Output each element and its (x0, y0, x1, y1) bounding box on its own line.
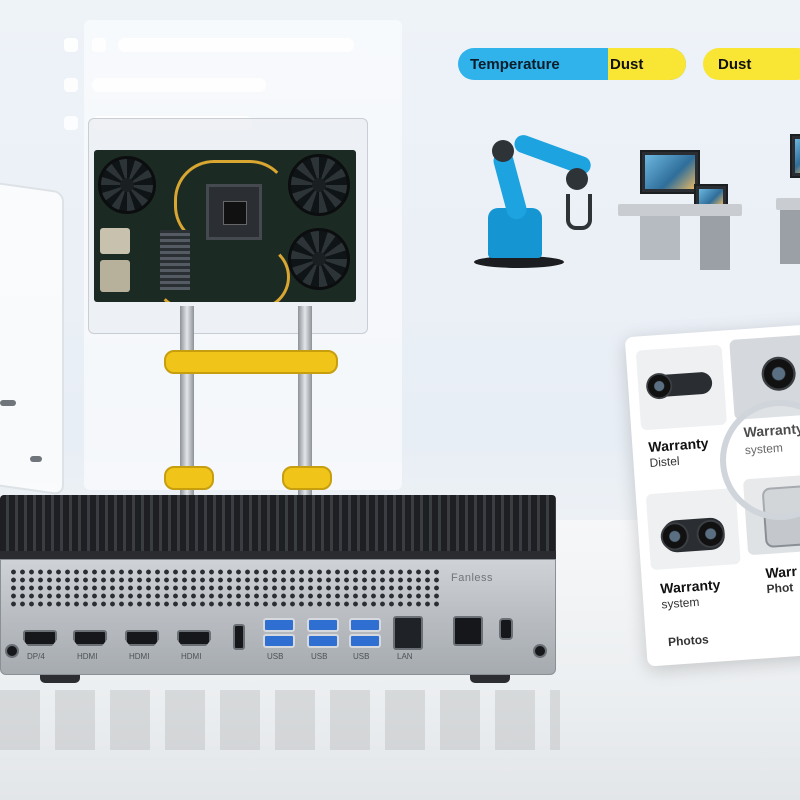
port-label: HDMI (129, 652, 150, 661)
power-jack (453, 616, 483, 646)
menu-dot (64, 116, 78, 130)
card-subtitle: system (660, 594, 700, 612)
dust-label-2: Dust (718, 55, 752, 73)
robot-joint (566, 168, 588, 190)
product-image-camera-dome (645, 488, 741, 571)
robot-claw (566, 194, 592, 230)
pc-front-panel: Fanless DP/4 HDMI HDMI HDMI USB USB USB (0, 559, 556, 675)
dust-tag: Dust (703, 48, 800, 80)
menu-line (118, 38, 354, 52)
capacitor-block (100, 228, 130, 254)
capacitor-block (100, 260, 130, 292)
heatsink-strip (160, 230, 190, 290)
pc-foot (470, 675, 510, 683)
card-subtitle: Distel (649, 453, 680, 470)
usb-port (349, 618, 381, 632)
dust-label: Dust (608, 48, 686, 80)
cooling-fan (288, 228, 350, 290)
mount-screw (5, 644, 19, 658)
yellow-clamp (164, 350, 338, 374)
workstation-monitor (640, 150, 700, 194)
cable (174, 160, 290, 246)
card-title: Warranty (659, 576, 721, 597)
displayport (23, 630, 57, 646)
card-caption: Photos (667, 632, 710, 650)
usb-port (263, 634, 295, 648)
hdmi-port (177, 630, 211, 646)
lan-port (393, 616, 423, 650)
circuit-board (94, 150, 356, 302)
hdmi-port (73, 630, 107, 646)
port-label: HDMI (181, 652, 202, 661)
workstation-desk (618, 204, 742, 216)
menu-dot (64, 38, 78, 52)
desk-reflection (0, 690, 560, 750)
hdmi-port (125, 630, 159, 646)
workstation-desk-right (776, 198, 800, 210)
heatsink-cap (0, 551, 556, 561)
left-dash (0, 400, 16, 406)
heatsink-fins (0, 495, 556, 559)
power-button (499, 618, 513, 640)
menu-dot (92, 38, 106, 52)
pc-foot (40, 675, 80, 683)
port-label: LAN (397, 652, 413, 661)
brand-label: Fanless (451, 572, 494, 584)
port-label: USB (267, 652, 284, 661)
product-image-camera-bullet (635, 344, 728, 431)
port-label: HDMI (77, 652, 98, 661)
cooling-fan (288, 154, 350, 216)
usb-port (263, 618, 295, 632)
workstation-desk-leg-right (780, 210, 800, 264)
left-side-panel (0, 178, 64, 496)
port-label: USB (311, 652, 328, 661)
temperature-tag: Temperature Dust (458, 48, 686, 80)
mount-screw (533, 644, 547, 658)
port-label: DP/4 (27, 652, 45, 661)
camera-lens (760, 355, 797, 392)
menu-line (92, 78, 266, 92)
temperature-label: Temperature (470, 55, 560, 73)
usb-c-port (233, 624, 245, 650)
workstation-desk-leg (700, 216, 730, 270)
vent-mesh (9, 568, 439, 608)
fanless-mini-pc: Fanless DP/4 HDMI HDMI HDMI USB USB USB (0, 495, 556, 683)
card-title: Warranty (647, 434, 710, 455)
menu-dot (64, 78, 78, 92)
usb-port (349, 634, 381, 648)
port-label: USB (353, 652, 370, 661)
workstation-desk-leg (640, 216, 680, 260)
usb-port (307, 634, 339, 648)
card-subtitle: Phot (766, 580, 794, 597)
card-title: Warr (764, 562, 798, 582)
usb-port (307, 618, 339, 632)
left-dash (30, 456, 42, 462)
robot-joint (492, 140, 514, 162)
yellow-clamp-foot (282, 466, 332, 490)
cooling-fan (98, 156, 156, 214)
workstation-monitor-right (790, 134, 800, 178)
yellow-clamp-foot (164, 466, 214, 490)
robot-base (474, 256, 564, 268)
